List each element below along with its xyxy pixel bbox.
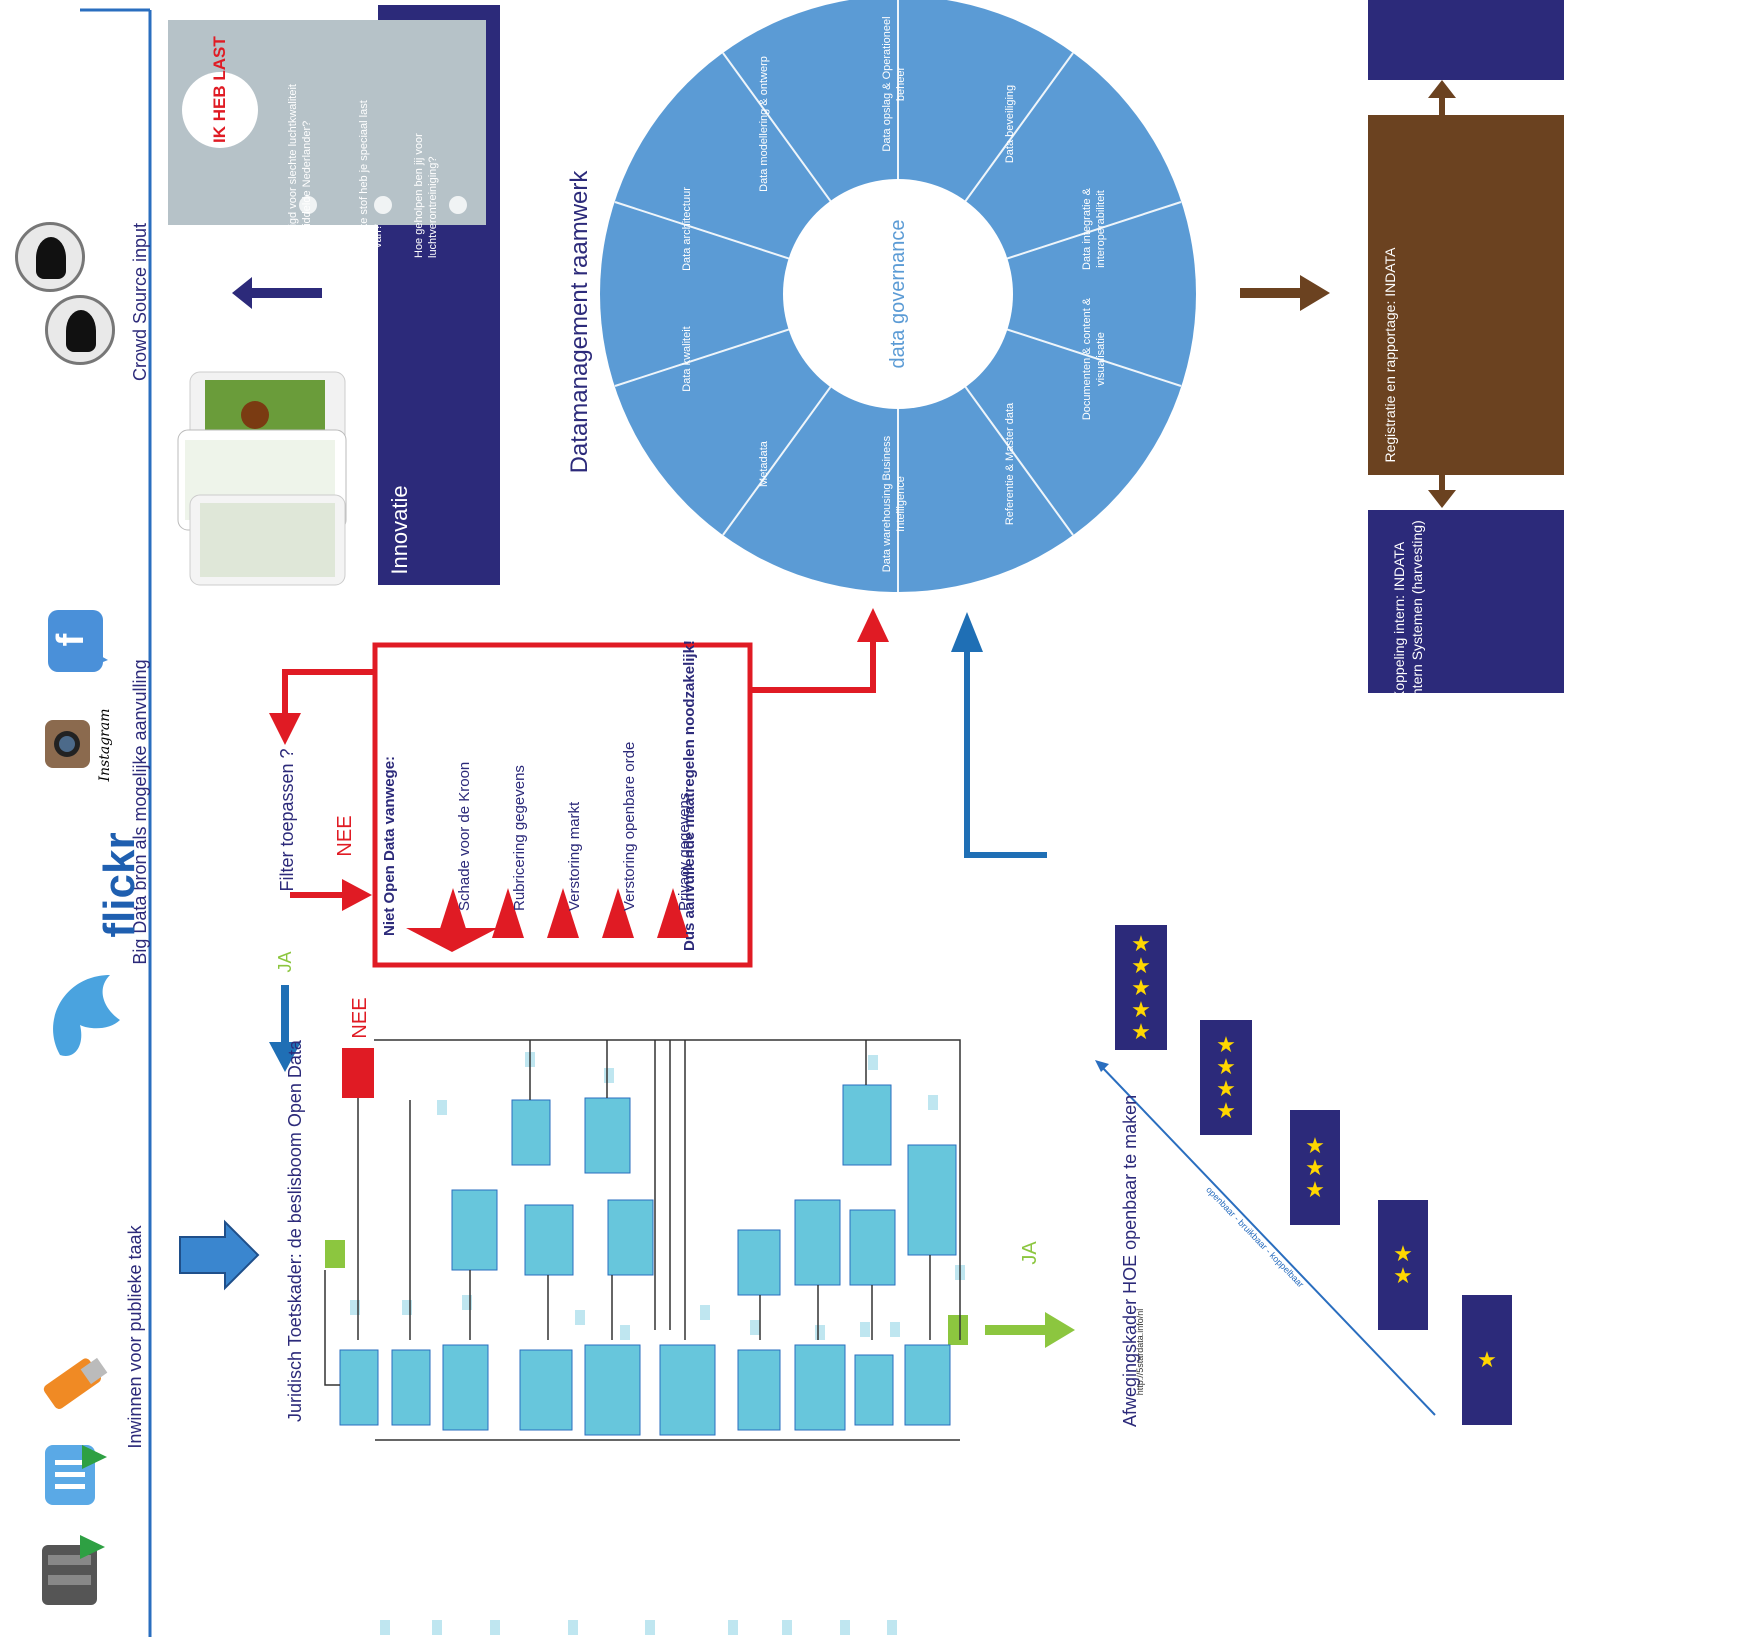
star-icon: ★ [1131,932,1151,957]
facebook-icon: f [48,610,108,672]
star-icon: ★ [1131,998,1151,1023]
database-icon [42,1535,105,1605]
filter-box [372,642,753,968]
internal-link-label: Koppeling intern: INDATA Intern Systemen… [1391,520,1425,700]
filter-question: Filter toepassen ? [277,748,297,892]
decision-tree [324,1039,968,1635]
star-icon: ★ [1131,954,1151,979]
stars-to-wheel-arrow [964,650,1047,858]
wheel-segment-label: Data beveiliging [1004,84,1017,164]
wheel-segment-label: Data warehousing Business Intelligence [881,435,907,573]
star-icon: ★ [1131,976,1151,1001]
person-icon [45,295,115,365]
left-label-middle: Big Data bron als mogelijke aanvulling [130,659,150,965]
filter-to-wheel-arrow [750,640,876,693]
wheel-segment-label: Documenten & content & visualisatie [1080,297,1107,421]
filter-heading: Niet Open Data vanwege: [381,755,398,936]
twitter-icon [53,975,120,1056]
warning-triangle [657,888,689,938]
filter-nee: NEE [334,815,356,857]
warning-triangle [437,888,469,938]
stars-url: http://5stardata.info/nl [1135,1308,1145,1396]
filter-reason: Rubricering gegevens [511,765,528,911]
instagram-icon [45,720,90,768]
filter-loop-arrow [282,669,375,715]
wheel-center: data governance [887,219,909,369]
app-line-3: Hoe geholpen ben jij voor luchtverontrei… [413,133,439,258]
filter-reason: Verstoring openbare orde [621,741,638,911]
wheel-segment-label: Data kwaliteit [681,326,694,392]
tree-nee: NEE [349,997,371,1039]
star-icon: ★ [1216,1055,1236,1080]
warning-triangle [602,888,634,938]
reporting-label: Registratie en rapportage: INDATA [1382,247,1398,463]
data-management-wheel [600,0,1196,592]
reporting-box [1368,115,1564,475]
star-icon: ★ [1305,1156,1325,1181]
phone-app-images [177,371,347,586]
star-icon: ★ [1216,1077,1236,1102]
star-icon: ★ [1305,1178,1325,1203]
app-line-2: Welke stof heb je speciaal last van? [358,100,384,248]
filter-footer: Dus aanvullende maatregelen noodzakelijk… [681,640,698,951]
svg-text:f: f [50,633,92,646]
tree-ja: JA [1019,1241,1041,1265]
star-icon: ★ [1216,1099,1236,1124]
star-staircase [1095,925,1512,1425]
filter-reason: Verstoring markt [566,801,583,911]
left-label-bottom: Inwinnen voor publieke taak [125,1225,145,1449]
internal-link-box [1368,510,1564,693]
flickr-logo: flickr [95,832,144,938]
star-icon: ★ [1393,1264,1413,1289]
star-icon: ★ [1477,1348,1497,1373]
left-label-top: Crowd Source input [130,222,150,382]
filter-ja: JA [275,951,295,973]
usb-icon [43,1357,108,1409]
warning-triangle [547,888,579,938]
wheel-segment-label: Referentie & Master data [1004,402,1017,526]
tree-title: Juridisch Toetskader: de beslisboom Open… [285,1040,305,1422]
filter-reason: Schade voor de Kroon [456,761,473,911]
star-icon: ★ [1131,1020,1151,1045]
app-line-1: Ben jij geneigd voor slechte luchtkwalit… [287,84,313,284]
wheel-segment-label: Metadata [757,440,770,487]
star-icon: ★ [1393,1242,1413,1267]
wheel-segment-label: Data opslag & Operationeel beheer [881,16,907,152]
person-icon [15,222,85,292]
app-badge: IK HEB LAST [210,36,229,143]
star-icon: ★ [1305,1134,1325,1159]
external-link-box [1368,0,1564,80]
document-icon [45,1445,107,1505]
input-arrow [179,1219,260,1291]
wheel-segment-label: Data modellering & ontwerp [757,56,770,192]
innovation-title: Innovatie [387,485,412,575]
warning-triangle [492,888,524,938]
star-icon: ★ [1216,1033,1236,1058]
wheel-segment-label: Data architectuur [681,187,694,271]
instagram-label: Instagram [97,708,113,782]
wheel-title: Datamanagement raamwerk [566,170,593,474]
warning-triangles [406,928,498,952]
app-badge-bubble [182,72,258,148]
wheel-segment-label: Data integratie & interoperabiliteit [1080,188,1107,271]
